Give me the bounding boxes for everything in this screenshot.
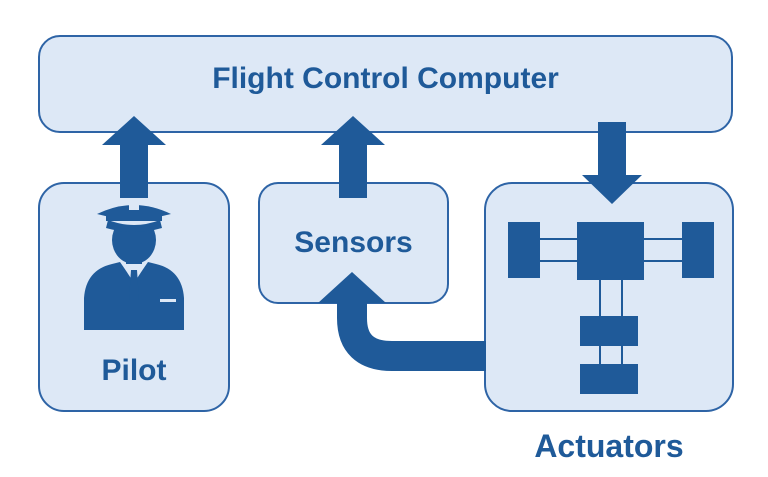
actuators-to-sensors-arrow-head xyxy=(318,272,386,303)
actuators-label: Actuators xyxy=(534,428,684,464)
actuators-to-sensors-arrow-shaft xyxy=(337,300,486,371)
pilot-label: Pilot xyxy=(101,354,167,387)
fcc-box xyxy=(38,35,733,133)
fcc-label: Flight Control Computer xyxy=(212,62,559,95)
pilot-to-fcc-arrow xyxy=(102,116,166,198)
fcc-to-actuators-arrow xyxy=(582,122,642,204)
sensors-label: Sensors xyxy=(294,226,413,259)
sensors-to-fcc-arrow xyxy=(321,116,385,198)
